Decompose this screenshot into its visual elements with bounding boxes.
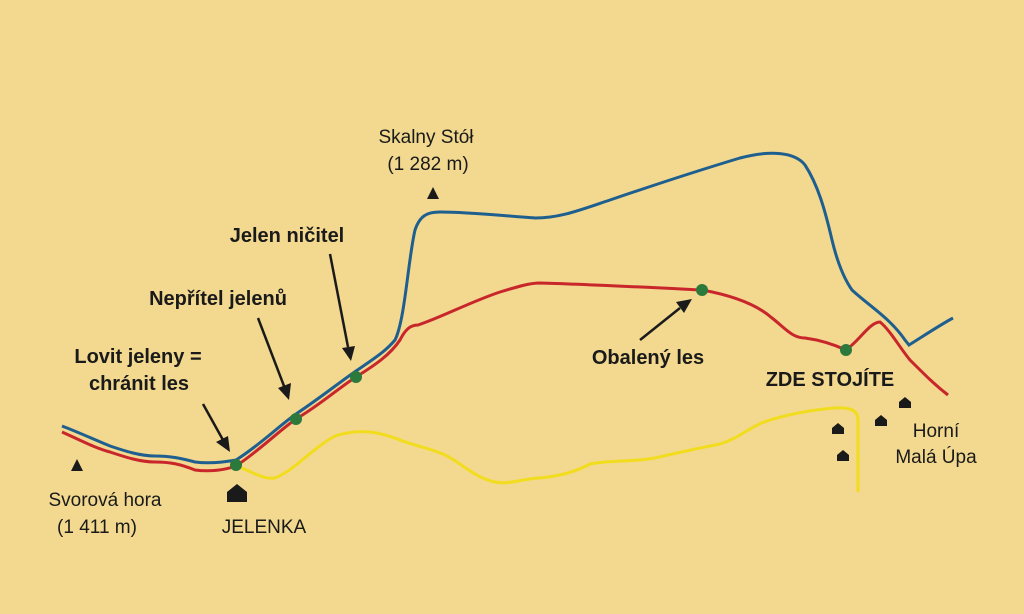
label-horni: Horní [913,421,960,442]
stop-marker-jelenka [230,459,242,471]
stop-marker-jelen-nicitel [350,371,362,383]
arrow-obaleny-les [639,299,692,341]
label-jelen-nicitel: Jelen ničitel [230,225,345,247]
label-svorova-name: Svorová hora [48,490,161,511]
house-icon-jelenka [227,484,247,502]
stop-marker-nepritel [290,413,302,425]
house-icon-upa-1 [899,397,911,408]
stop-marker-zde-stojite [840,344,852,356]
house-icon-upa-4 [837,450,849,461]
arrow-nepritel [256,317,291,400]
label-jelenka: JELENKA [222,517,307,538]
stop-marker-obaleny-les [696,284,708,296]
blue-trail [61,151,954,465]
label-lovit-line1: Lovit jeleny = [74,346,201,368]
label-svorova-elev: (1 411 m) [57,517,137,538]
label-zde-stojite: ZDE STOJÍTE [766,368,895,391]
label-skalny-stol-name: Skalny Stół [378,127,474,148]
label-nepritel-jelenu: Nepřítel jelenů [149,288,287,310]
house-icon-upa-3 [832,423,844,434]
peak-icon-skalny-stol [427,187,439,199]
yellow-trail [235,406,860,492]
label-skalny-stol-elev: (1 282 m) [387,154,468,175]
label-lovit-line2: chránit les [89,373,189,395]
house-icon-upa-2 [875,415,887,426]
arrow-jelen-nicitel [328,253,355,361]
peak-icon-svorova-hora [71,459,83,471]
arrow-lovit [201,403,230,452]
label-obaleny-les: Obalený les [592,347,704,369]
label-mala-upa: Malá Úpa [895,446,977,468]
